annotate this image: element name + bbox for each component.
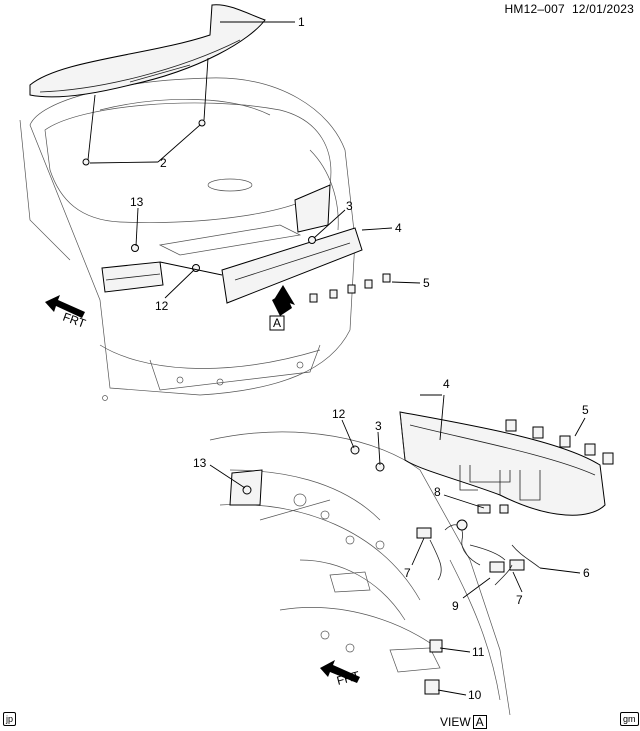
frt-arrow-top: FRT — [45, 295, 88, 331]
callout-7-left: 7 — [404, 566, 411, 580]
doc-date: 12/01/2023 — [571, 2, 634, 16]
wiring-harness — [429, 519, 541, 586]
callout-12-bottom: 12 — [332, 407, 346, 421]
callout-5-top: 5 — [423, 276, 430, 290]
callout-5-bottom: 5 — [582, 403, 589, 417]
callout-1: 1 — [298, 15, 305, 29]
top-leaders — [87, 21, 421, 299]
callout-12-top: 12 — [155, 299, 169, 313]
frt-label-bottom: FRT — [335, 668, 362, 688]
bracket-clips — [416, 465, 541, 695]
letters-part-top — [309, 273, 391, 303]
applique-part-top — [221, 227, 363, 304]
view-label-text: VIEW — [440, 715, 471, 729]
callout-10: 10 — [468, 688, 482, 702]
callout-13-bottom: 13 — [193, 456, 207, 470]
gm-badge: gm — [620, 712, 639, 726]
letters-part-bottom — [505, 419, 614, 465]
callout-8: 8 — [434, 485, 441, 499]
left-tail-lamp — [101, 261, 164, 293]
view-a-marker: A — [269, 285, 295, 331]
applique-part-bottom — [399, 411, 606, 516]
callout-13-top: 13 — [130, 195, 144, 209]
view-label-letter: A — [472, 715, 487, 729]
callout-4-top: 4 — [395, 221, 402, 235]
callout-3-bottom: 3 — [375, 419, 382, 433]
jp-badge: jp — [3, 712, 17, 726]
callout-11: 11 — [472, 645, 485, 659]
bottom-leaders — [209, 394, 586, 696]
spoiler-part — [29, 4, 266, 98]
top-vehicle-body — [19, 77, 356, 401]
callout-9: 9 — [452, 599, 459, 613]
frt-arrow-bottom: FRT — [320, 660, 362, 688]
view-a-letter: A — [273, 316, 281, 330]
callout-3-top: 3 — [346, 199, 353, 213]
callout-4-bottom: 4 — [443, 377, 450, 391]
callout-2: 2 — [160, 156, 167, 170]
right-tail-lamp — [294, 184, 331, 233]
document-header: HM12–007 12/01/2023 — [505, 2, 634, 16]
callout-7-right: 7 — [516, 593, 523, 607]
callout-6: 6 — [583, 566, 590, 580]
doc-id: HM12–007 — [504, 2, 565, 16]
